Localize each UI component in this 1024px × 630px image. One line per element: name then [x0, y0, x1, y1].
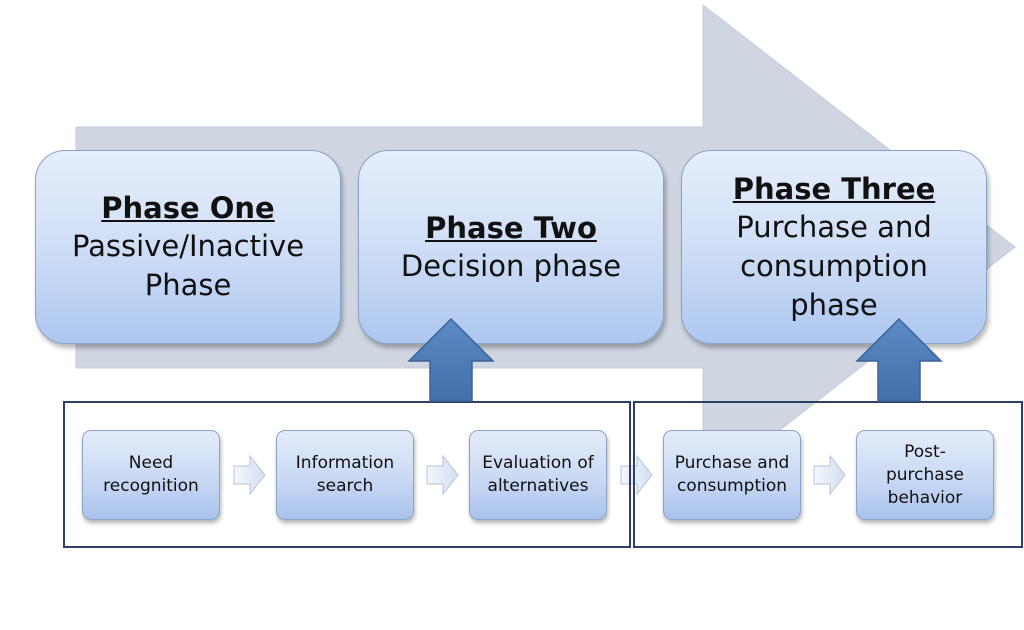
phase-one-description: Passive/Inactive Phase	[71, 229, 305, 302]
phase-two-title: Phase Two	[425, 210, 597, 245]
step-purchase-and-consumption: Purchase and consumption	[663, 430, 801, 520]
step-need-recognition: Need recognition	[82, 430, 220, 520]
phase-one-title: Phase One	[101, 191, 275, 225]
phase-two-box: Phase Two Decision phase	[358, 150, 664, 344]
decision-steps-frame	[63, 401, 631, 548]
purchase-steps-frame	[633, 401, 1023, 548]
step-arrow-icon-2	[426, 454, 459, 496]
phase-three-description: Purchase and consumption phase	[736, 209, 932, 322]
step-arrow-icon-3	[620, 454, 653, 496]
phase-one-box: Phase One Passive/Inactive Phase	[35, 150, 341, 344]
step-information-search: Information search	[276, 430, 414, 520]
phase-two-description: Decision phase	[400, 248, 622, 283]
step-arrow-icon-4	[813, 454, 846, 496]
phase-three-box: Phase Three Purchase and consumption pha…	[681, 150, 987, 344]
step-arrow-icon-1	[233, 454, 266, 496]
phase-three-title: Phase Three	[732, 171, 936, 206]
step-evaluation-of-alternatives: Evaluation of alternatives	[469, 430, 607, 520]
step-post-purchase-behavior: Post- purchase behavior	[856, 430, 994, 520]
